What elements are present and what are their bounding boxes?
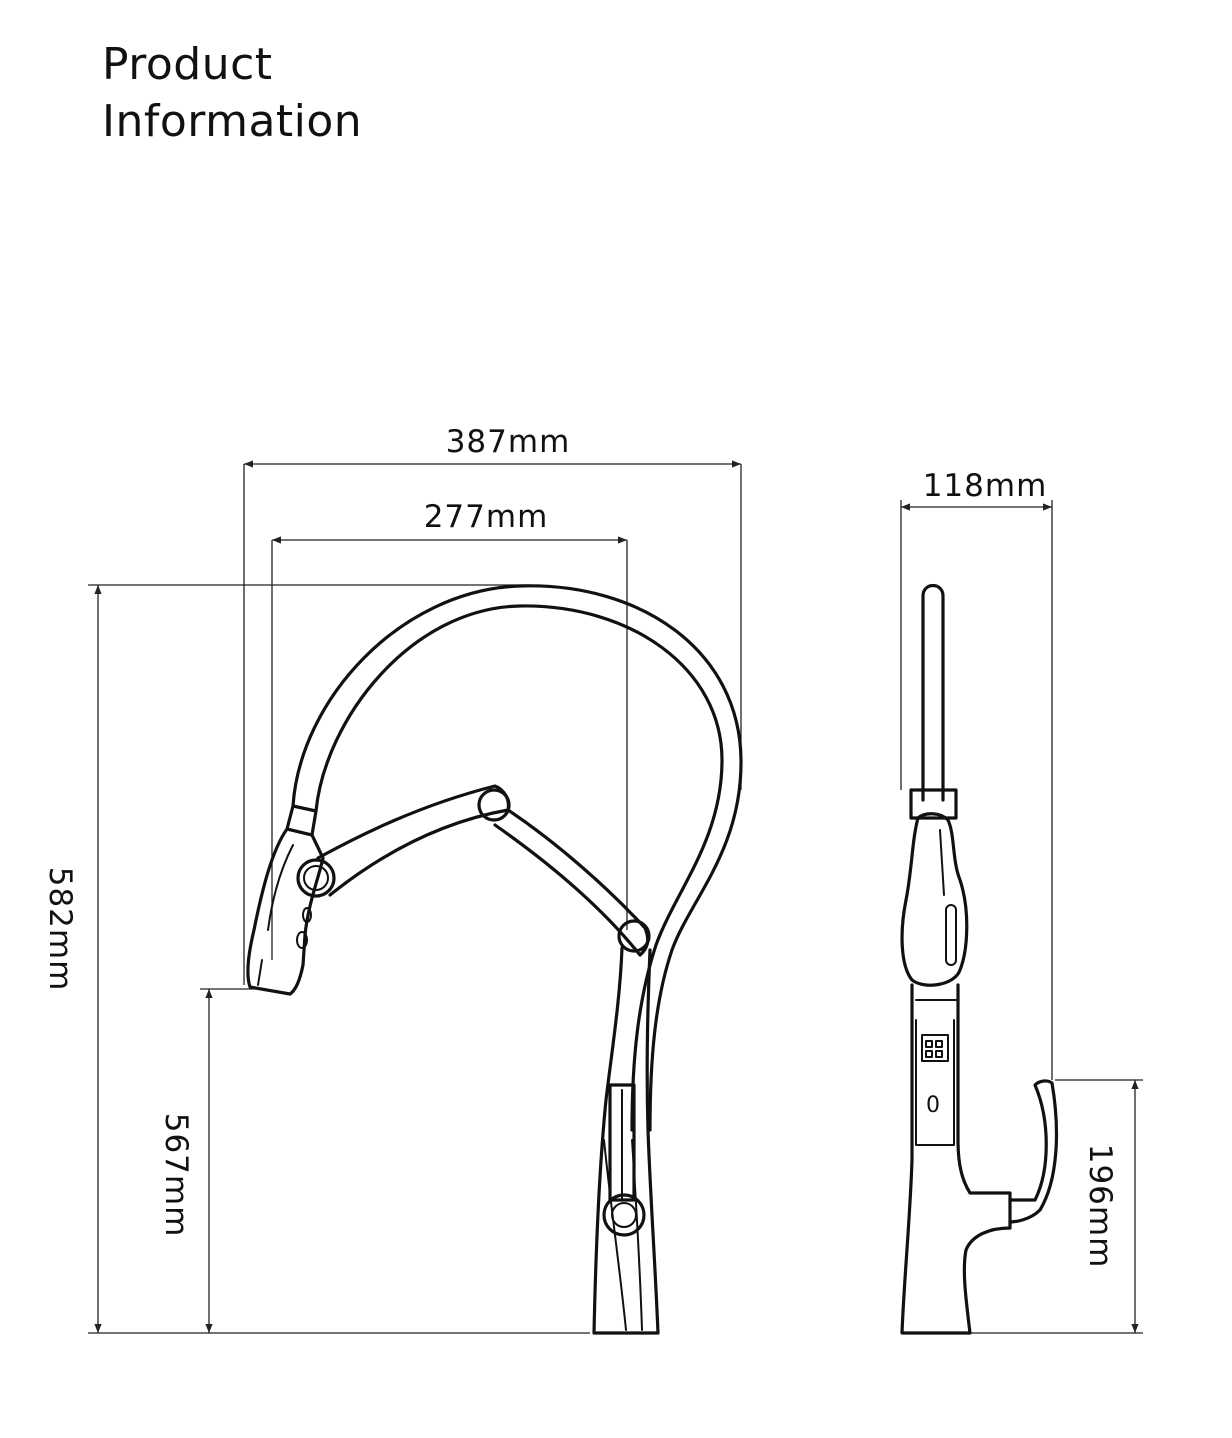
page-title-line-1: Product (102, 39, 273, 90)
page-title: Product Information (102, 36, 362, 150)
joint-3-icon (617, 919, 651, 953)
spray-head (246, 827, 325, 996)
page-title-line-2: Information (102, 96, 363, 147)
dimension-label-196: 196mm (1082, 1144, 1118, 1269)
spout-arm-lower (493, 808, 650, 957)
side-body (900, 983, 1012, 1335)
faucet-body (592, 946, 660, 1335)
dimension-label-118: 118mm (923, 468, 1048, 504)
temperature-display (921, 1034, 949, 1062)
dimension-label-582: 582mm (42, 867, 78, 992)
side-lever-handle (1008, 1079, 1059, 1224)
dimension-overall-reach: 387mm (243, 424, 742, 985)
dimension-handle-height: 196mm (970, 1079, 1143, 1334)
lever-slot (608, 1083, 636, 1202)
dimension-outlet-height: 567mm (158, 988, 262, 1333)
dimension-label-387: 387mm (446, 424, 571, 460)
dimension-spout-reach: 277mm (271, 499, 628, 960)
side-spout-tube (921, 583, 945, 802)
faucet-front-view (246, 584, 743, 1335)
side-spray-head (900, 812, 969, 987)
panel-button-label: 0 (926, 1093, 940, 1118)
joint-1-icon (296, 858, 336, 898)
dimension-label-277: 277mm (424, 499, 549, 535)
side-spray-button-icon (945, 904, 957, 966)
dimension-label-567: 567mm (158, 1113, 194, 1238)
lever-pivot-icon (602, 1193, 646, 1237)
spray-button-icon (296, 931, 308, 949)
hose-inner (314, 604, 724, 1132)
dimension-total-height: 582mm (42, 584, 590, 1334)
faucet-side-view: 0 (900, 583, 1059, 1335)
hose-outer (291, 584, 743, 1132)
joint-2-icon (477, 788, 511, 822)
dimension-side-depth: 118mm (900, 468, 1053, 1080)
